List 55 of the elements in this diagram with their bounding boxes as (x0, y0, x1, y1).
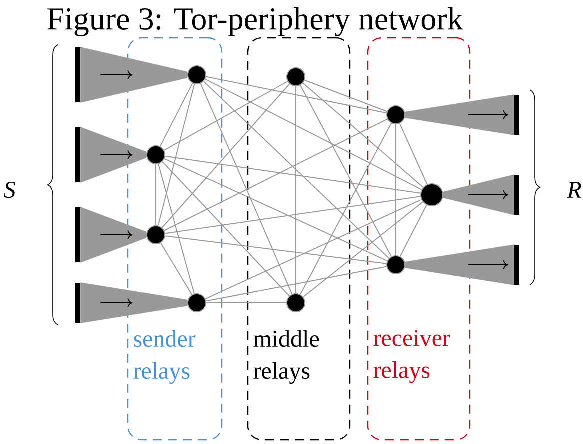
relay-node (286, 68, 306, 86)
flow-wedge (80, 47, 188, 103)
set-label: S (4, 182, 16, 198)
relay-node (188, 66, 206, 84)
group-box: receiver relays (367, 37, 471, 441)
link-line (164, 156, 422, 194)
endpoint-bar (514, 245, 520, 285)
endpoint-bar (76, 208, 80, 262)
link-line (300, 84, 392, 258)
flow-wedge (80, 282, 188, 324)
link-line (158, 164, 195, 294)
link-line (160, 82, 194, 148)
endpoint-bar (514, 95, 520, 135)
link-line (302, 82, 424, 188)
link-line (160, 242, 193, 296)
link-line (300, 122, 392, 296)
link-line (162, 161, 290, 297)
link-line (164, 118, 388, 232)
endpoint-bar (514, 175, 520, 215)
set-label: R (567, 182, 582, 198)
link-line (204, 78, 422, 190)
link-line (203, 81, 390, 259)
group-box: middle relays (247, 37, 351, 441)
relay-node (420, 184, 444, 206)
relay-node (146, 226, 166, 244)
relay-node (386, 256, 406, 274)
link-line (304, 80, 388, 112)
link-line (205, 199, 422, 300)
link-line (164, 81, 288, 151)
endpoint-bar (76, 283, 80, 323)
relay-node (386, 106, 406, 124)
link-line (158, 84, 196, 226)
relay-node (286, 294, 306, 312)
relay-node (146, 146, 166, 164)
link-line (164, 158, 388, 262)
link-line (206, 266, 388, 302)
flow-wedge (405, 94, 514, 136)
relay-node (188, 294, 206, 312)
link-line (400, 204, 428, 258)
flow-wedge (80, 207, 147, 263)
link-line (164, 196, 422, 234)
link-line (164, 236, 388, 264)
link-line (200, 83, 293, 295)
flow-wedge (443, 174, 514, 216)
endpoint-bar (76, 128, 80, 182)
link-line (302, 202, 424, 298)
endpoint-bar (76, 48, 80, 102)
group-box: sender relays (127, 37, 223, 441)
title: Figure 3: Tor-periphery network (48, 7, 464, 37)
flow-wedge (80, 127, 147, 183)
link-line (399, 123, 428, 186)
flow-wedge (405, 244, 514, 286)
link-line (206, 302, 287, 304)
link-line (162, 84, 290, 228)
link-line (206, 76, 388, 114)
